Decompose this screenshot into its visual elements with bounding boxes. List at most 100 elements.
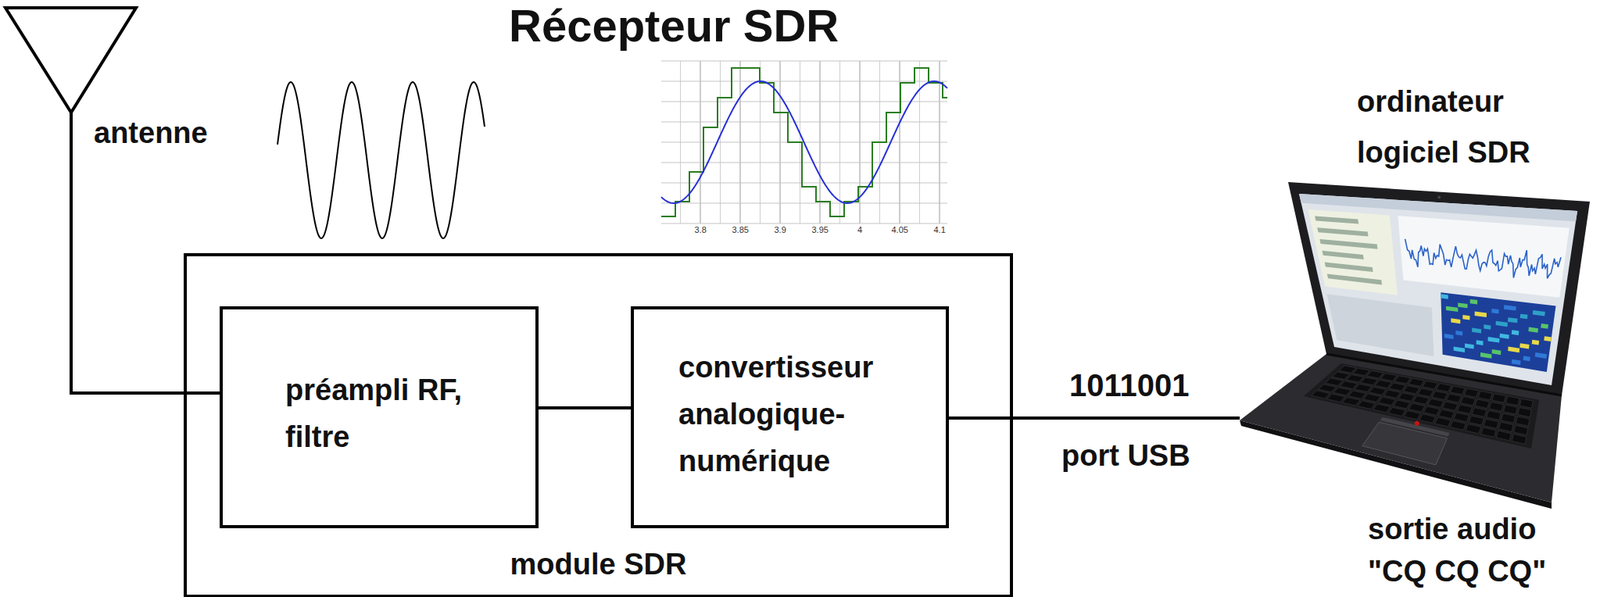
wire xyxy=(538,406,631,410)
grid-line xyxy=(661,182,948,184)
computer: ordinateur logiciel SDRsortie audio "CQ … xyxy=(1239,70,1596,596)
axis-tick: 4.05 xyxy=(891,225,909,236)
key xyxy=(1449,420,1466,430)
key xyxy=(1360,377,1379,386)
process-box: préampli RF, filtre xyxy=(219,306,539,529)
grid-line xyxy=(661,81,948,83)
waterfall-band xyxy=(1532,310,1546,316)
axis-tick: 3.8 xyxy=(694,225,707,236)
box-label: convertisseur analogique-numérique xyxy=(678,343,913,485)
key xyxy=(1468,415,1484,426)
antenna-triangle xyxy=(5,7,137,113)
axis-tick: 3.85 xyxy=(732,225,749,236)
waterfall-band xyxy=(1444,333,1454,340)
key xyxy=(1515,416,1530,426)
key xyxy=(1460,397,1476,406)
audio-label: sortie audio "CQ CQ CQ" xyxy=(1367,508,1564,593)
waterfall-band xyxy=(1446,306,1458,312)
key xyxy=(1363,393,1381,403)
key xyxy=(1486,410,1502,420)
key xyxy=(1417,388,1434,398)
waterfall-band xyxy=(1488,336,1500,344)
axis-tick: 3.9 xyxy=(774,225,787,236)
panel-line xyxy=(1327,273,1382,285)
waterfall-band xyxy=(1480,352,1493,359)
key xyxy=(1435,417,1452,427)
spectrum-panel xyxy=(1397,215,1569,298)
waterfall-band xyxy=(1464,343,1475,349)
key xyxy=(1373,404,1391,413)
edge-label: 1011001 xyxy=(1069,366,1190,405)
key xyxy=(1367,370,1384,379)
key xyxy=(1519,398,1533,409)
panel-line xyxy=(1314,216,1359,225)
key xyxy=(1403,411,1421,421)
key xyxy=(1449,386,1465,395)
key xyxy=(1354,383,1372,392)
sampled-signal xyxy=(661,68,948,217)
waterfall-band xyxy=(1462,314,1470,321)
key xyxy=(1311,390,1331,399)
key xyxy=(1413,396,1429,405)
waterfall-band xyxy=(1507,347,1520,354)
lower-panel xyxy=(1326,293,1434,357)
key xyxy=(1318,384,1337,393)
key xyxy=(1388,382,1406,391)
spectrum-trace xyxy=(1405,239,1561,279)
key xyxy=(1431,391,1448,401)
key xyxy=(1357,400,1375,410)
grid-line xyxy=(661,101,948,103)
key xyxy=(1403,386,1420,395)
key xyxy=(1353,368,1371,376)
hinge xyxy=(1326,354,1562,396)
key xyxy=(1511,434,1527,445)
key xyxy=(1465,424,1482,434)
key xyxy=(1474,399,1490,409)
key xyxy=(1463,388,1479,398)
trackpoint xyxy=(1414,421,1420,426)
key xyxy=(1471,408,1487,418)
waterfall-band xyxy=(1523,355,1531,362)
panel-line xyxy=(1317,227,1368,237)
waterfall-band xyxy=(1511,359,1522,366)
wire xyxy=(948,416,1240,420)
analog-signal xyxy=(661,81,948,204)
key xyxy=(1408,378,1425,387)
sampling-chart xyxy=(661,60,948,224)
waterfall-band xyxy=(1453,347,1465,354)
panel-line xyxy=(1324,262,1374,273)
grid-line xyxy=(661,223,948,225)
key xyxy=(1456,404,1472,415)
key xyxy=(1378,397,1396,406)
waterfall-band xyxy=(1474,311,1487,318)
key xyxy=(1506,396,1520,406)
waterfall-band xyxy=(1470,299,1479,305)
wire xyxy=(71,157,220,394)
key xyxy=(1442,401,1459,411)
key xyxy=(1492,393,1507,404)
grid-line xyxy=(661,121,948,123)
axis-tick: 4 xyxy=(857,225,863,236)
waterfall-band xyxy=(1455,330,1463,337)
chart-ground xyxy=(661,60,948,224)
waterfall-band xyxy=(1535,352,1547,359)
axis-tick: 3.95 xyxy=(812,225,829,236)
key xyxy=(1514,425,1529,436)
key xyxy=(1446,393,1461,403)
antenna-mast xyxy=(69,112,73,158)
key xyxy=(1342,397,1361,406)
webcam xyxy=(1437,196,1441,200)
touchpad xyxy=(1362,422,1448,466)
waterfall-band xyxy=(1457,302,1468,308)
key xyxy=(1346,374,1364,383)
key xyxy=(1408,403,1425,412)
port-label: port USB xyxy=(1061,438,1191,475)
key xyxy=(1369,386,1387,395)
antenna: antenne xyxy=(3,4,255,158)
side-panel xyxy=(1308,209,1398,296)
key xyxy=(1388,407,1406,416)
waterfall-band xyxy=(1476,340,1484,346)
waterfall-band xyxy=(1507,317,1518,323)
key xyxy=(1338,365,1357,373)
